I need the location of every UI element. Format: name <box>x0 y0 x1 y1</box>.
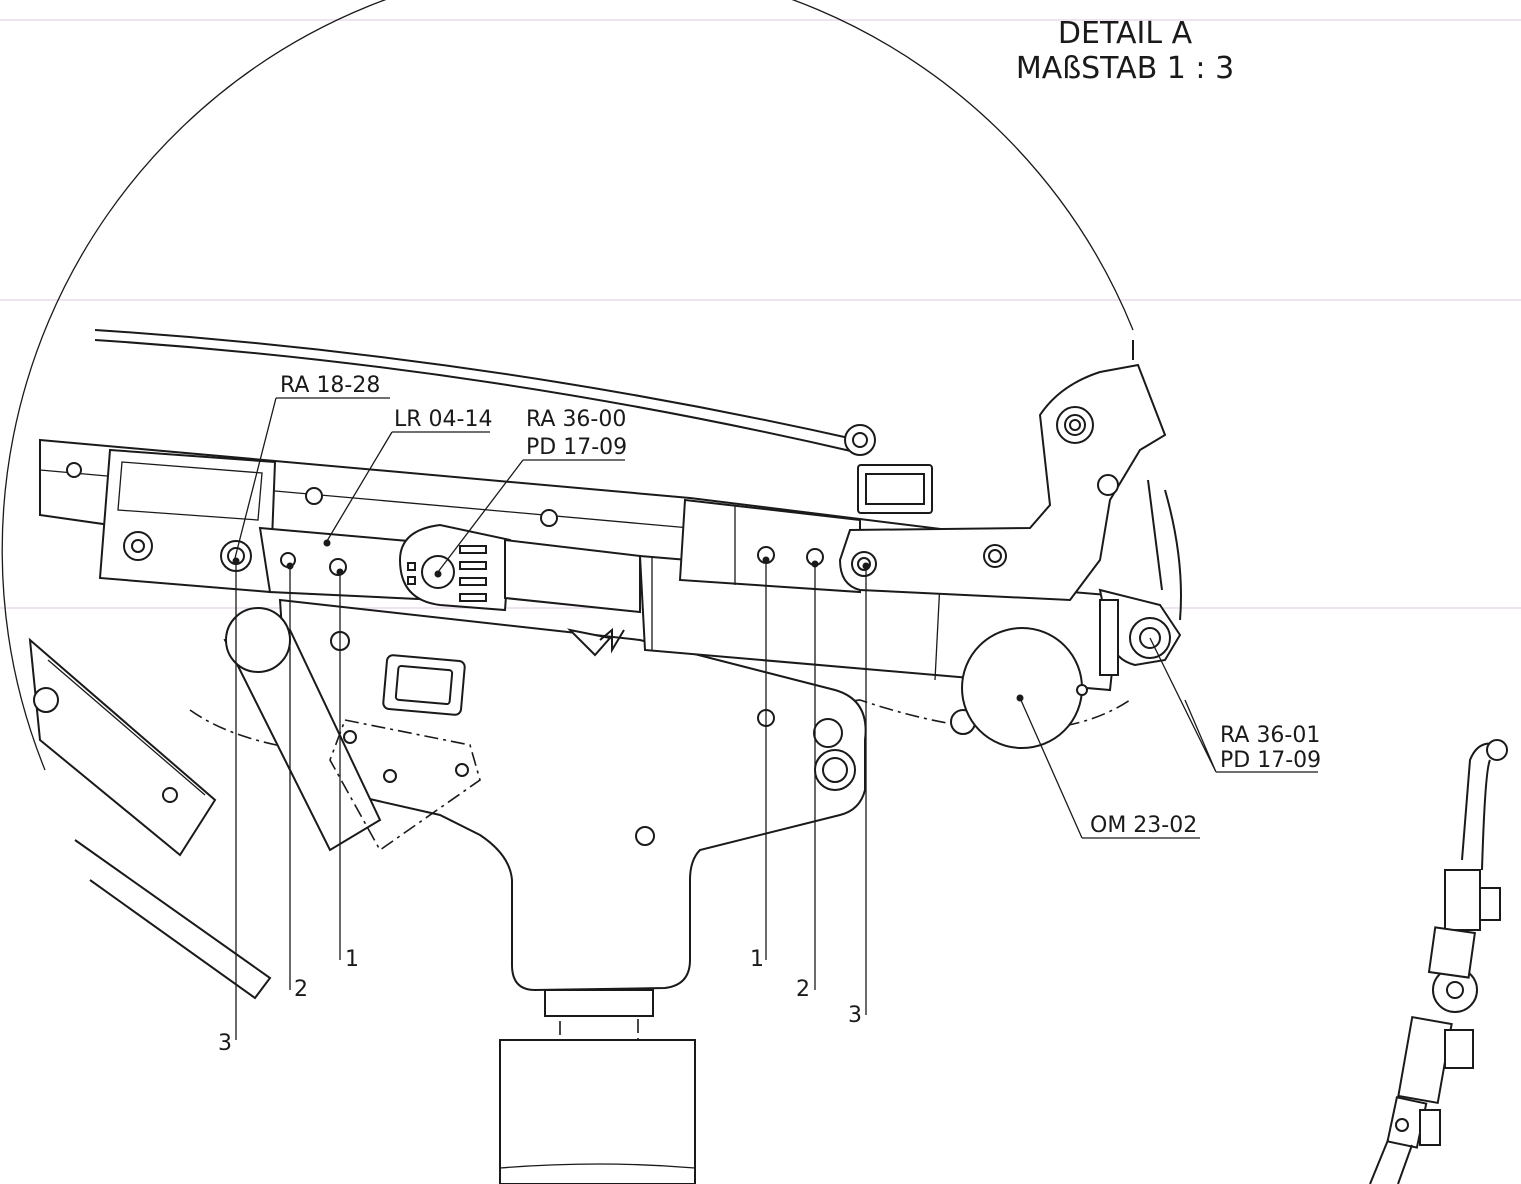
callout-lr-04-14: LR 04-14 <box>394 407 492 432</box>
position-number-right-3: 3 <box>848 1003 862 1028</box>
swing-arm <box>223 607 481 852</box>
left-bracket <box>98 448 277 594</box>
lower-left-frames <box>28 637 272 1000</box>
position-number-right-1: 1 <box>750 947 764 972</box>
callout-pd-17-09-b: PD 17-09 <box>1220 748 1321 773</box>
leader-dots <box>232 539 1024 702</box>
pivot-head <box>398 523 512 612</box>
callout-ra-36-00: RA 36-00 <box>526 407 626 432</box>
detail-boundary-circle <box>1 0 1134 771</box>
callout-ra-18-28: RA 18-28 <box>280 373 380 398</box>
leader-lines <box>233 397 1318 1040</box>
motor <box>950 599 1119 749</box>
position-number-right-2: 2 <box>796 977 810 1002</box>
detail-scale: MAßSTAB 1 : 3 <box>1016 51 1234 86</box>
position-number-left-1: 1 <box>345 947 359 972</box>
central-plate <box>189 598 1131 992</box>
top-rail <box>94 329 876 456</box>
position-number-left-2: 2 <box>294 977 308 1002</box>
callout-ra-36-01: RA 36-01 <box>1220 723 1320 748</box>
rocker-arm <box>838 340 1167 602</box>
callout-om-23-02: OM 23-02 <box>1090 813 1197 838</box>
position-number-left-3: 3 <box>218 1031 232 1056</box>
base-block <box>499 989 696 1184</box>
detail-title: DETAIL A <box>1058 16 1193 51</box>
callout-pd-17-09-a: PD 17-09 <box>526 435 627 460</box>
overview-thumbnail <box>1369 739 1508 1184</box>
